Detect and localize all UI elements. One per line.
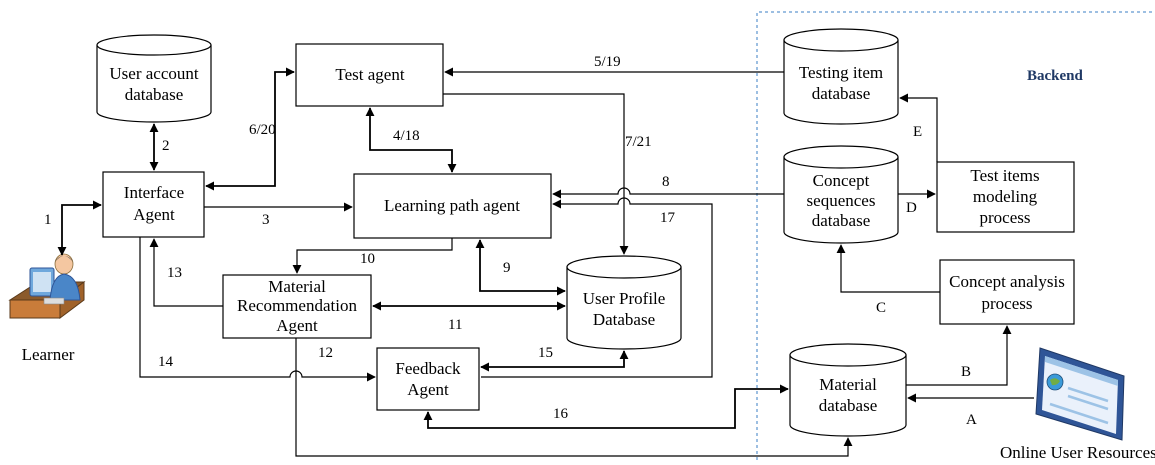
edge-1	[57, 200, 102, 256]
testing-item-database: Testing item database	[783, 28, 899, 125]
learner-person-icon	[8, 253, 86, 319]
material-database: Material database	[789, 343, 907, 437]
interface-agent-label-2: Agent	[133, 205, 175, 224]
online-user-resources-label: Online User Resources	[1000, 443, 1155, 462]
edge-label-8: 8	[662, 174, 670, 190]
edge-B	[906, 325, 1012, 386]
material-db-label-2: database	[819, 396, 878, 415]
concept-seq-db-label-3: database	[812, 211, 871, 230]
edge-15	[480, 350, 629, 372]
edge-12	[295, 338, 853, 457]
concept-seq-db-label-1: Concept	[813, 171, 870, 190]
edge-label-3: 3	[262, 212, 270, 228]
edge-8	[552, 187, 784, 199]
test-items-modeling-label-2: modeling	[973, 187, 1038, 206]
test-items-modeling-box: Test items modeling process	[936, 161, 1075, 233]
concept-analysis-label-1: Concept analysis	[949, 272, 1065, 291]
edge-label-10: 10	[360, 251, 375, 267]
edge-label-9: 9	[503, 260, 511, 276]
user-profile-db-label-2: Database	[593, 310, 655, 329]
edge-label-7-21: 7/21	[625, 134, 652, 150]
material-db-label-1: Material	[819, 375, 877, 394]
edge-C	[836, 244, 940, 293]
concept-analysis-label-2: process	[982, 294, 1033, 313]
edge-14	[139, 237, 376, 382]
edge-label-C: C	[876, 300, 886, 316]
edge-label-17: 17	[660, 210, 676, 226]
edge-E	[899, 93, 938, 162]
edge-label-4-18: 4/18	[393, 128, 420, 144]
edge-label-B: B	[961, 364, 971, 380]
test-agent-label: Test agent	[335, 65, 404, 84]
edge-7-21	[443, 93, 629, 255]
edge-label-6-20: 6/20	[249, 122, 276, 138]
edge-6-20	[205, 67, 295, 191]
edge-label-14: 14	[158, 354, 174, 370]
test-items-modeling-label-3: process	[980, 208, 1031, 227]
edge-9	[475, 239, 566, 296]
user-profile-db-label-1: User Profile	[583, 289, 666, 308]
feedback-agent-label-1: Feedback	[395, 359, 461, 378]
edge-label-2: 2	[162, 138, 170, 154]
edge-13	[149, 238, 223, 307]
testing-item-db-label-2: database	[812, 84, 871, 103]
test-agent-box: Test agent	[295, 43, 444, 107]
material-rec-label-3: Agent	[276, 316, 318, 335]
test-items-modeling-label-1: Test items	[970, 166, 1039, 185]
edge-label-D: D	[906, 200, 917, 216]
edge-10	[292, 238, 453, 274]
edge-label-11: 11	[448, 317, 462, 333]
edge-label-13: 13	[167, 265, 182, 281]
edge-label-1: 1	[44, 212, 52, 228]
edge-label-A: A	[966, 412, 977, 428]
online-user-resources-icon	[1035, 347, 1125, 441]
feedback-agent-label-2: Agent	[407, 380, 449, 399]
edge-16	[423, 384, 789, 429]
interface-agent-label-1: Interface	[124, 183, 184, 202]
user-account-database: User account database	[96, 34, 212, 123]
learner-label: Learner	[22, 345, 75, 364]
edge-label-16: 16	[553, 406, 569, 422]
edge-label-E: E	[913, 124, 922, 140]
user-account-db-label-1: User account	[109, 64, 198, 83]
testing-item-db-label-1: Testing item	[799, 63, 883, 82]
concept-seq-db-label-2: sequences	[807, 191, 876, 210]
edge-label-12: 12	[318, 345, 333, 361]
material-rec-label-1: Material	[268, 277, 326, 296]
learning-path-agent-box: Learning path agent	[353, 173, 552, 239]
backend-title: Backend	[1027, 68, 1084, 84]
edge-17	[481, 197, 713, 378]
edge-label-5-19: 5/19	[594, 54, 621, 70]
edge-label-15: 15	[538, 345, 553, 361]
learning-path-agent-label: Learning path agent	[384, 196, 520, 215]
edge-4-18	[365, 107, 457, 173]
user-account-db-label-2: database	[125, 85, 184, 104]
concept-analysis-box: Concept analysis process	[939, 259, 1075, 325]
material-rec-label-2: Recommendation	[237, 296, 357, 315]
